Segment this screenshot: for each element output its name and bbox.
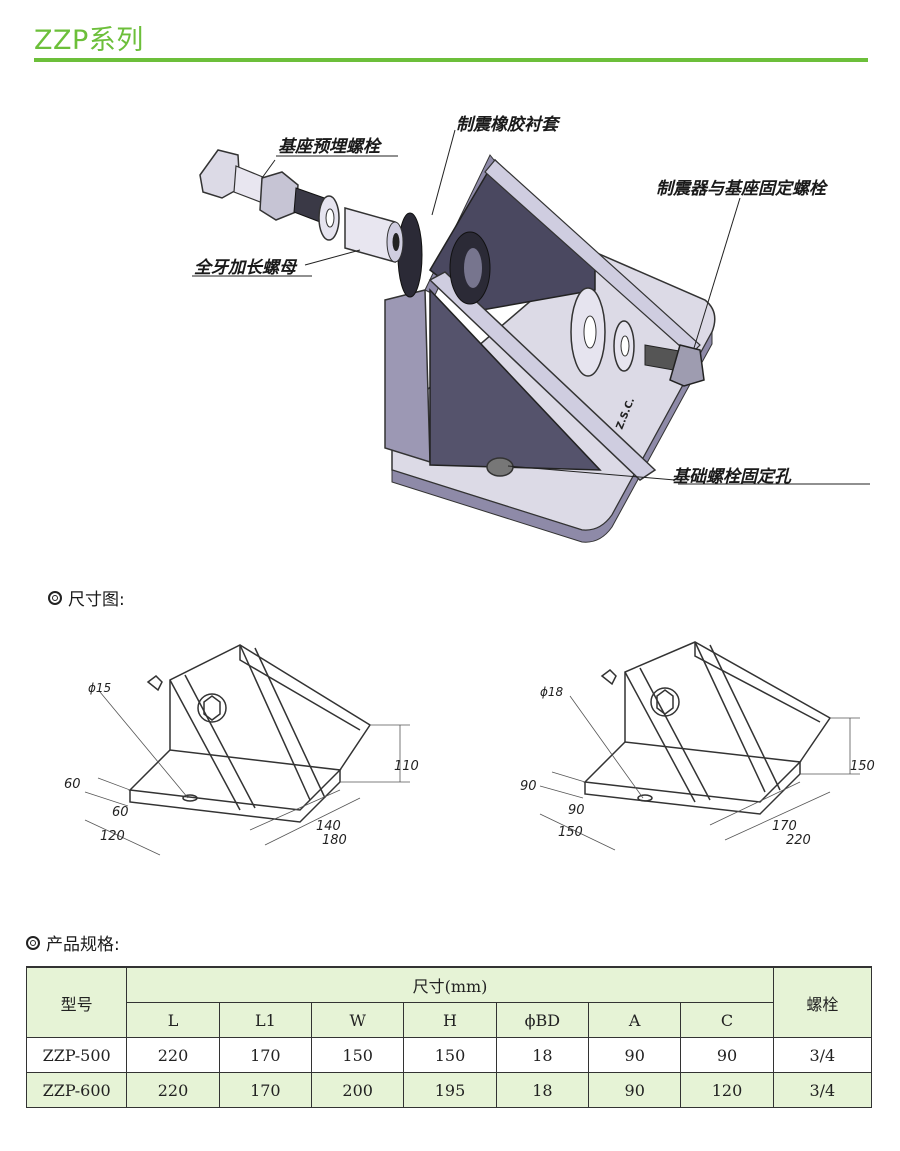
dim-left-side-a: 60 <box>64 777 81 792</box>
cell-value: 200 <box>311 1072 405 1108</box>
cell-model: ZZP-600 <box>25 1072 128 1108</box>
spec-heading: 产品规格: <box>26 930 120 955</box>
col-header: L1 <box>218 1002 313 1038</box>
dim-right-w: 150 <box>558 825 583 840</box>
col-header: ϕBD <box>495 1002 590 1038</box>
spec-header-row: 型号 尺寸(mm) 螺栓 <box>25 966 873 1038</box>
dim-left-height: 110 <box>394 759 419 774</box>
cell-value: 170 <box>218 1072 313 1108</box>
exploded-assembly-illustration: Z.S.C. <box>192 129 870 543</box>
dim-left-hole: ϕ15 <box>88 681 111 695</box>
spec-subheader-row: L L1 W H ϕBD A C <box>26 1002 872 1038</box>
dim-right-l: 220 <box>786 833 811 848</box>
left-wall <box>384 289 431 464</box>
double-circle-icon <box>26 935 40 950</box>
cell-value: 18 <box>495 1037 590 1073</box>
col-header: C <box>680 1002 774 1038</box>
dim-right-l1: 170 <box>772 819 797 834</box>
dimension-drawing-left: ϕ15 110 60 60 120 140 180 <box>64 644 419 856</box>
dimension-drawing-right: ϕ18 150 90 90 150 170 220 <box>520 641 875 851</box>
spec-heading-text: 产品规格: <box>46 935 120 955</box>
label-long-nut: 全牙加长螺母 <box>194 258 296 278</box>
header-dimensions: 尺寸(mm) <box>126 966 774 1003</box>
dim-left-l1: 140 <box>316 819 341 834</box>
cell-value: 220 <box>126 1037 220 1073</box>
cell-value: 18 <box>495 1072 590 1108</box>
double-circle-icon <box>48 590 62 605</box>
cell-value: 170 <box>218 1037 313 1073</box>
dim-right-side-b: 90 <box>568 803 585 818</box>
label-rubber-bushing: 制震橡胶衬套 <box>456 115 558 135</box>
dim-right-hole: ϕ18 <box>540 685 564 699</box>
title-rule <box>34 58 868 62</box>
label-base-bolt: 基座预埋螺栓 <box>278 137 380 157</box>
spec-table: 型号 尺寸(mm) 螺栓 L L1 W H ϕBD A C ZZP-500 22… <box>25 966 873 1108</box>
series-title: ZZP系列 <box>34 25 144 56</box>
cell-value: 90 <box>588 1037 682 1073</box>
dim-left-w: 120 <box>100 829 125 844</box>
cell-value: 220 <box>126 1072 220 1108</box>
dimension-heading-text: 尺寸图: <box>68 590 125 610</box>
dim-right-side-a: 90 <box>520 779 537 794</box>
cell-bolt: 3/4 <box>772 1037 873 1073</box>
cell-value: 90 <box>680 1037 774 1073</box>
label-foundation-hole: 基础螺栓固定孔 <box>672 467 791 487</box>
cell-model: ZZP-500 <box>25 1037 128 1073</box>
header-bolt: 螺栓 <box>772 966 873 1038</box>
cell-value: 90 <box>588 1072 682 1108</box>
table-row: ZZP-500 220 170 150 150 18 90 90 3/4 <box>25 1037 873 1073</box>
table-row: ZZP-600 220 170 200 195 18 90 120 3/4 <box>25 1072 873 1108</box>
dimension-heading: 尺寸图: <box>48 585 125 610</box>
label-damper-bolt: 制震器与基座固定螺栓 <box>656 179 826 199</box>
dim-left-side-b: 60 <box>112 805 129 820</box>
col-header: H <box>403 1002 497 1038</box>
dim-right-height: 150 <box>850 759 875 774</box>
cell-value: 120 <box>680 1072 774 1108</box>
gusset-plate <box>428 271 657 481</box>
header-model: 型号 <box>25 966 128 1038</box>
dim-left-l: 180 <box>322 833 347 848</box>
cell-value: 150 <box>403 1037 497 1073</box>
cell-value: 150 <box>311 1037 405 1073</box>
cell-value: 195 <box>403 1072 497 1108</box>
cell-bolt: 3/4 <box>772 1072 873 1108</box>
foundation-hole <box>486 457 514 477</box>
col-header: L <box>126 1002 220 1038</box>
col-header: W <box>311 1002 405 1038</box>
col-header: A <box>588 1002 682 1038</box>
